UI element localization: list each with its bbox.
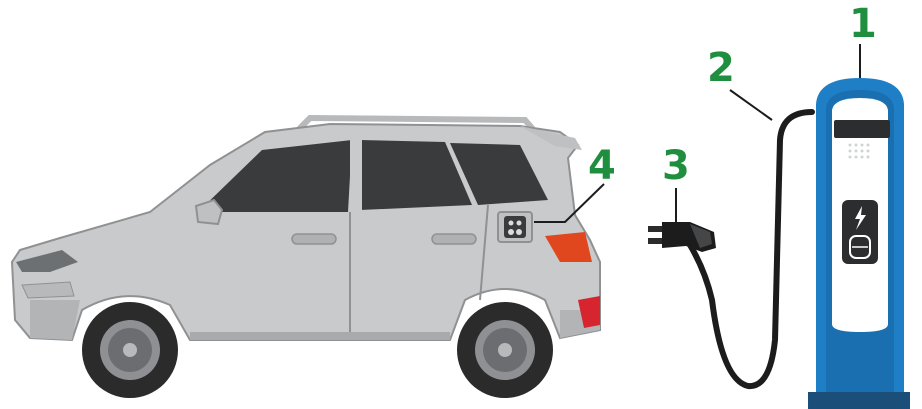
- callout-number-4: 4: [588, 146, 616, 186]
- electric-car-icon: [12, 118, 600, 398]
- callout-number-3: 3: [662, 146, 690, 186]
- front-wheel: [82, 302, 178, 398]
- rear-wheel: [457, 302, 553, 398]
- callout-number-2: 2: [707, 48, 735, 88]
- charging-inlet-icon: [498, 212, 532, 242]
- callout-leader-2: [730, 90, 772, 120]
- callout-number-1: 1: [849, 4, 877, 44]
- charging-station-icon: [808, 78, 910, 409]
- connector-holster: [842, 200, 878, 264]
- station-display: [834, 120, 890, 138]
- charging-connector-icon: [648, 222, 716, 252]
